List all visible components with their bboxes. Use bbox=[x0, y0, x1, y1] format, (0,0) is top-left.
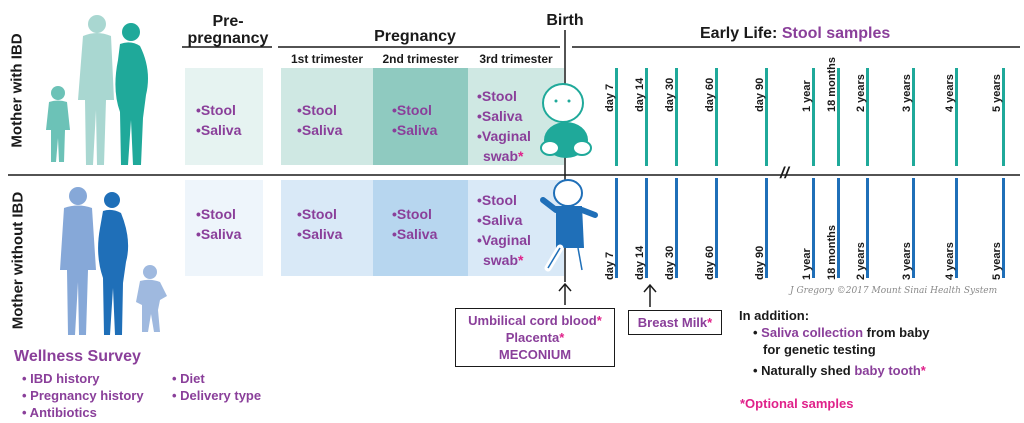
header-trimester-3: 3rd trimester bbox=[479, 52, 553, 66]
wellness-survey-title: Wellness Survey bbox=[14, 348, 141, 365]
timepoint-label-bottom: 4 years bbox=[944, 242, 956, 280]
header-birth: Birth bbox=[546, 12, 584, 29]
birth-arrow bbox=[558, 282, 572, 305]
timepoint-label-bottom: day 30 bbox=[664, 245, 676, 280]
birth-samples-box: Umbilical cord blood* Placenta* MECONIUM bbox=[455, 308, 615, 367]
top-pre-items: •Stool•Saliva bbox=[196, 102, 242, 138]
timepoint-label-top: 1 year bbox=[801, 80, 813, 112]
timepoint-label-top: 5 years bbox=[991, 74, 1003, 112]
row-label-without-ibd: Mother without IBD bbox=[9, 191, 27, 330]
bottom-t2-items: •Stool•Saliva bbox=[392, 206, 438, 242]
in-addition-block: In addition: • Saliva collection from ba… bbox=[739, 307, 1009, 379]
timepoint-label-top: day 14 bbox=[634, 77, 646, 112]
row-label-with-ibd: Mother with IBD bbox=[8, 33, 26, 148]
family-without-ibd-silhouette bbox=[60, 187, 167, 335]
timepoint-label-bottom: day 7 bbox=[604, 251, 616, 280]
timepoint-label-top: 18 months bbox=[826, 56, 838, 112]
in-addition-item-saliva: • Saliva collection from baby bbox=[753, 325, 930, 340]
timepoint-label-bottom: 1 year bbox=[801, 248, 813, 280]
timepoint-label-bottom: day 14 bbox=[634, 245, 646, 280]
timepoint-bars-top bbox=[615, 68, 1005, 166]
timepoint-label-top: 3 years bbox=[901, 74, 913, 112]
in-addition-item-tooth: • Naturally shed baby tooth* bbox=[753, 363, 926, 378]
panel-bot-t2 bbox=[373, 180, 468, 276]
timepoint-label-top: day 30 bbox=[664, 77, 676, 112]
breast-milk-box: Breast Milk* bbox=[628, 310, 722, 335]
panel-top-t1 bbox=[281, 68, 373, 165]
timepoint-label-top: day 90 bbox=[754, 77, 766, 112]
header-pre-pregnancy: Pre- pregnancy bbox=[187, 13, 269, 47]
panel-bot-pre bbox=[185, 180, 263, 276]
timepoint-label-bottom: 3 years bbox=[901, 242, 913, 280]
bottom-t1-items: •Stool•Saliva bbox=[297, 206, 343, 242]
break-mark: // bbox=[780, 165, 789, 182]
top-t2-items: •Stool•Saliva bbox=[392, 102, 438, 138]
timepoint-label-top: day 7 bbox=[604, 83, 616, 112]
bottom-t3-items: •Stool•Saliva•Vaginal swab* bbox=[477, 192, 531, 268]
early-life-suffix: Stool samples bbox=[781, 25, 891, 42]
timepoint-label-bottom: day 90 bbox=[754, 245, 766, 280]
baby-blue-icon bbox=[540, 179, 598, 272]
survey-col-1: • IBD history • Pregnancy history • Anti… bbox=[22, 371, 144, 420]
credit-line: J Gregory ©2017 Mount Sinai Health Syste… bbox=[790, 286, 998, 296]
top-t3-items: •Stool•Saliva•Vaginal swab* bbox=[477, 88, 531, 164]
panel-top-t2 bbox=[373, 68, 468, 165]
bottom-pre-items: •Stool•Saliva bbox=[196, 206, 242, 242]
milk-arrow bbox=[643, 283, 657, 307]
header-trimester-2: 2nd trimester bbox=[382, 52, 459, 66]
timepoint-bars-bottom bbox=[615, 178, 1005, 278]
timepoint-label-bottom: day 60 bbox=[704, 245, 716, 280]
survey-col-2: • Diet • Delivery type bbox=[172, 371, 262, 403]
panel-bot-t3 bbox=[468, 180, 564, 276]
panel-top-pre bbox=[185, 68, 263, 165]
timepoint-label-top: day 60 bbox=[704, 77, 716, 112]
family-with-ibd-silhouette bbox=[46, 15, 148, 165]
timepoint-label-top: 4 years bbox=[944, 74, 956, 112]
header-trimester-1: 1st trimester bbox=[290, 52, 364, 66]
panel-bot-t1 bbox=[281, 180, 373, 276]
top-t1-items: •Stool•Saliva bbox=[297, 102, 343, 138]
timepoint-label-bottom: 2 years bbox=[855, 242, 867, 280]
timepoint-label-top: 2 years bbox=[855, 74, 867, 112]
timepoint-label-bottom: 5 years bbox=[991, 242, 1003, 280]
early-life-prefix: Early Life: bbox=[700, 25, 782, 42]
timepoint-label-bottom: 18 months bbox=[826, 224, 838, 280]
header-early-life: Early Life: Stool samples bbox=[700, 25, 920, 42]
header-pregnancy: Pregnancy bbox=[374, 28, 456, 45]
optional-samples-note: *Optional samples bbox=[740, 396, 854, 411]
in-addition-title: In addition: bbox=[739, 308, 810, 323]
baby-teal-icon bbox=[540, 83, 592, 158]
